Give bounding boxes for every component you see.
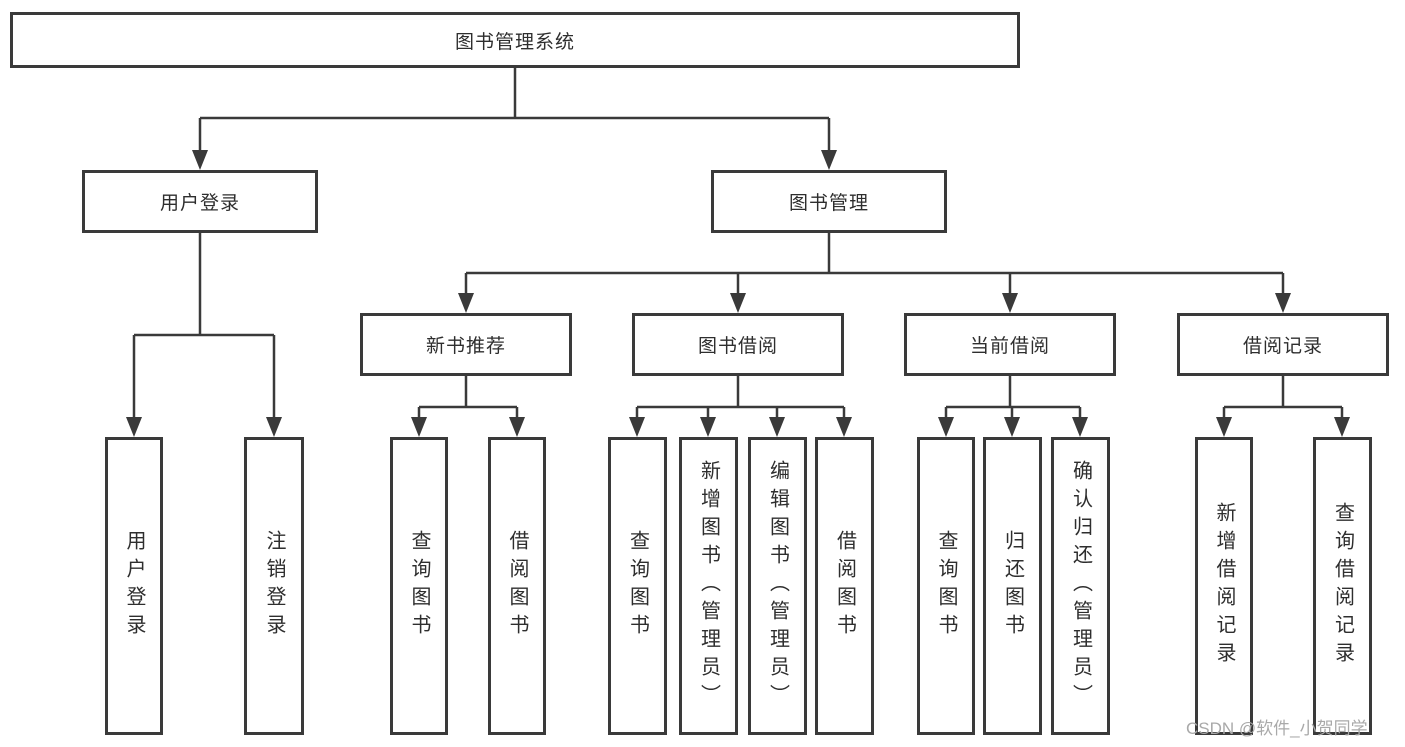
node-borrow-records: 借阅记录 [1177,313,1389,376]
node-book-borrow: 图书借阅 [632,313,844,376]
leaf-recommend-borrow-books: 借阅图书 [488,437,546,735]
leaf-recommend-query-books-label: 查询图书 [408,530,430,642]
leaf-recommend-borrow-books-label: 借阅图书 [506,530,528,642]
leaf-logout-label: 注销登录 [263,530,285,642]
node-new-book-recommend: 新书推荐 [360,313,572,376]
node-book-management: 图书管理 [711,170,947,233]
leaf-records-add-record-label: 新增借阅记录 [1213,502,1235,670]
node-new-book-recommend-label: 新书推荐 [425,336,506,357]
leaf-borrow-query-books-label: 查询图书 [626,530,649,642]
leaf-borrow-borrow-books-label: 借阅图书 [833,530,856,642]
leaf-user-login: 用户登录 [105,437,163,735]
leaf-borrow-edit-books-admin-label: 编辑图书（管理员） [766,460,789,712]
leaf-borrow-edit-books-admin: 编辑图书（管理员） [748,437,807,735]
leaf-borrow-add-books-admin: 新增图书（管理员） [679,437,738,735]
node-book-borrow-label: 图书借阅 [697,336,778,357]
leaf-recommend-query-books: 查询图书 [390,437,448,735]
leaf-borrow-add-books-admin-label: 新增图书（管理员） [697,460,720,712]
leaf-current-return-books-label: 归还图书 [1001,530,1024,642]
leaf-current-confirm-return-admin-label: 确认归还（管理员） [1069,460,1092,712]
leaf-current-return-books: 归还图书 [983,437,1042,735]
node-borrow-records-label: 借阅记录 [1242,336,1323,357]
node-current-borrow: 当前借阅 [904,313,1116,376]
leaf-borrow-borrow-books: 借阅图书 [815,437,874,735]
leaf-borrow-query-books: 查询图书 [608,437,667,735]
leaf-records-query-record: 查询借阅记录 [1313,437,1372,735]
node-root-label: 图书管理系统 [454,31,575,53]
leaf-current-confirm-return-admin: 确认归还（管理员） [1051,437,1110,735]
leaf-user-login-label: 用户登录 [123,530,145,642]
node-book-management-label: 图书管理 [788,193,869,214]
csdn-watermark: CSDN @软件_小贺同学 [1186,719,1368,738]
node-user-login: 用户登录 [82,170,318,233]
leaf-logout: 注销登录 [244,437,304,735]
leaf-records-add-record: 新增借阅记录 [1195,437,1253,735]
leaf-current-query-books: 查询图书 [917,437,975,735]
node-root: 图书管理系统 [10,12,1020,68]
leaf-current-query-books-label: 查询图书 [935,530,957,642]
leaf-records-query-record-label: 查询借阅记录 [1331,502,1354,670]
node-user-login-label: 用户登录 [159,193,240,214]
node-current-borrow-label: 当前借阅 [969,336,1050,357]
